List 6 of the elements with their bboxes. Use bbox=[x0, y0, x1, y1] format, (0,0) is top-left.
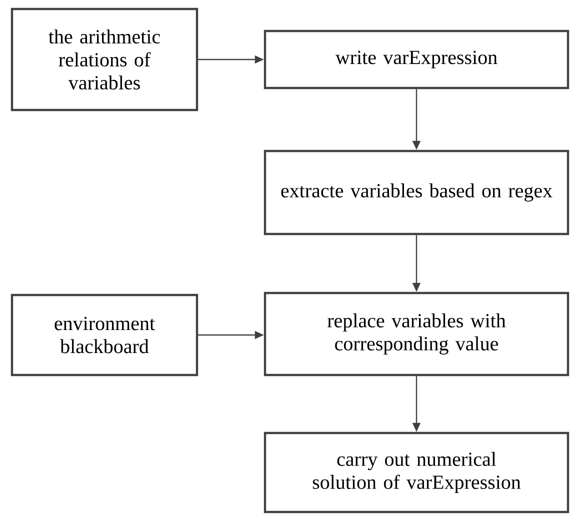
process-box: carry out numerical solution of varExpression bbox=[264, 432, 570, 514]
process-box: environment blackboard bbox=[10, 294, 198, 376]
process-box: replace variables with corresponding value bbox=[264, 292, 570, 376]
process-box: write varExpression bbox=[264, 30, 570, 90]
process-box: the arithmetic relations of variables bbox=[10, 8, 198, 112]
process-box: extracte variables based on regex bbox=[264, 150, 570, 236]
